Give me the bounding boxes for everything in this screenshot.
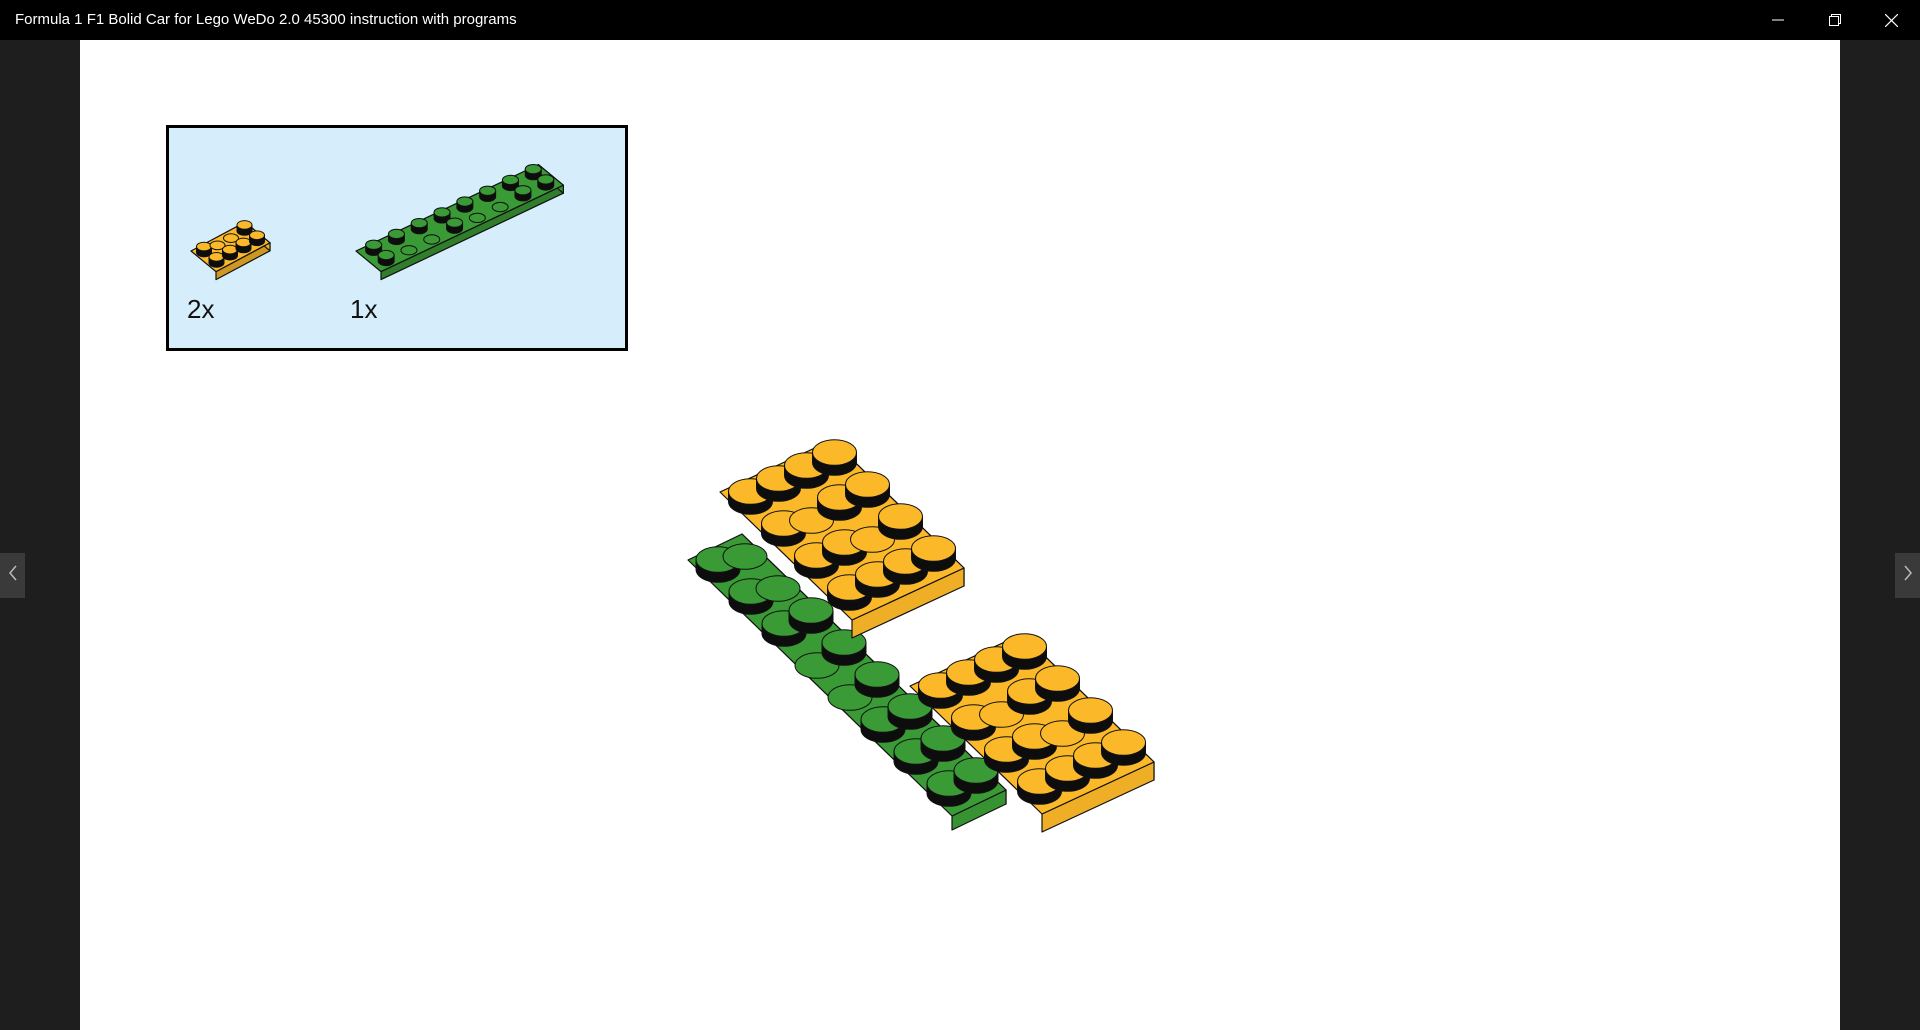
previous-page-button[interactable] (0, 553, 25, 598)
part-quantity-green: 1x (350, 294, 378, 324)
title-bar: Formula 1 F1 Bolid Car for Lego WeDo 2.0… (0, 0, 1920, 40)
part-quantity-yellow: 2x (187, 294, 215, 324)
parts-list-panel: 2x 1x (166, 125, 628, 351)
minimize-icon (1771, 14, 1784, 26)
window-title: Formula 1 F1 Bolid Car for Lego WeDo 2.0… (15, 11, 517, 28)
yellow-plate-assembled-top (719, 439, 965, 639)
close-icon (1885, 13, 1898, 27)
green-2x8-plate-image (355, 163, 564, 281)
yellow-plate-assembled-bottom (909, 633, 1155, 833)
maximize-button[interactable] (1806, 0, 1863, 40)
instruction-page: 2x 1x (80, 40, 1840, 1030)
green-plate-assembled (687, 533, 1007, 831)
assembly-illustration (687, 439, 1155, 833)
next-page-button[interactable] (1895, 553, 1920, 598)
chevron-left-icon (8, 565, 18, 586)
minimize-button[interactable] (1749, 0, 1806, 40)
chevron-right-icon (1903, 565, 1913, 586)
close-button[interactable] (1863, 0, 1920, 40)
yellow-2x4-plate-image (190, 220, 271, 281)
restore-icon (1828, 14, 1841, 26)
window-controls (1749, 0, 1920, 40)
document-viewer: 2x 1x (0, 40, 1920, 1030)
